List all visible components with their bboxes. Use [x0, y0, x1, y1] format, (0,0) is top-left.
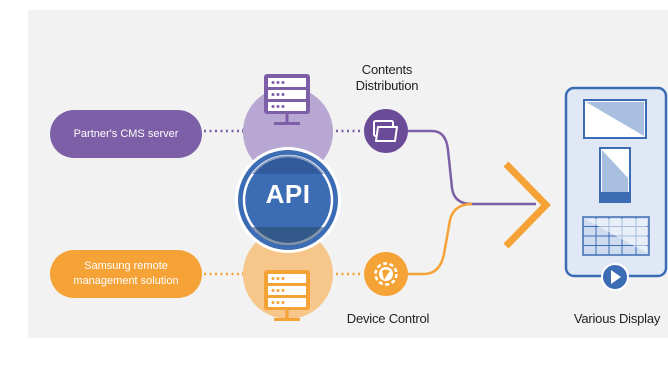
arrow-icon [503, 161, 551, 249]
contents-distribution-label: Contents Distribution [344, 62, 430, 94]
samsung-rms-pill: Samsung remote management solution [50, 250, 202, 298]
gear-icon [364, 252, 408, 296]
samsung-rms-line1: Samsung remote [84, 260, 168, 272]
samsung-rms-line2: management solution [73, 275, 179, 287]
server-icon [264, 74, 310, 125]
server-icon [264, 270, 310, 321]
api-circle [235, 147, 341, 253]
folder-icon [364, 109, 408, 153]
play-icon [611, 270, 621, 284]
contents-distribution-line2: Distribution [355, 78, 419, 93]
partner-cms-label: Partner's CMS server [73, 127, 179, 140]
api-label: API [265, 179, 311, 209]
purple-flow-line [403, 129, 536, 206]
contents-distribution-line1: Contents [361, 62, 413, 77]
orange-flow-line [403, 202, 473, 276]
various-display-label: Various Display [573, 311, 661, 326]
partner-cms-server-pill: Partner's CMS server [50, 110, 202, 158]
display-device [564, 86, 668, 291]
device-control-label: Device Control [346, 311, 430, 326]
